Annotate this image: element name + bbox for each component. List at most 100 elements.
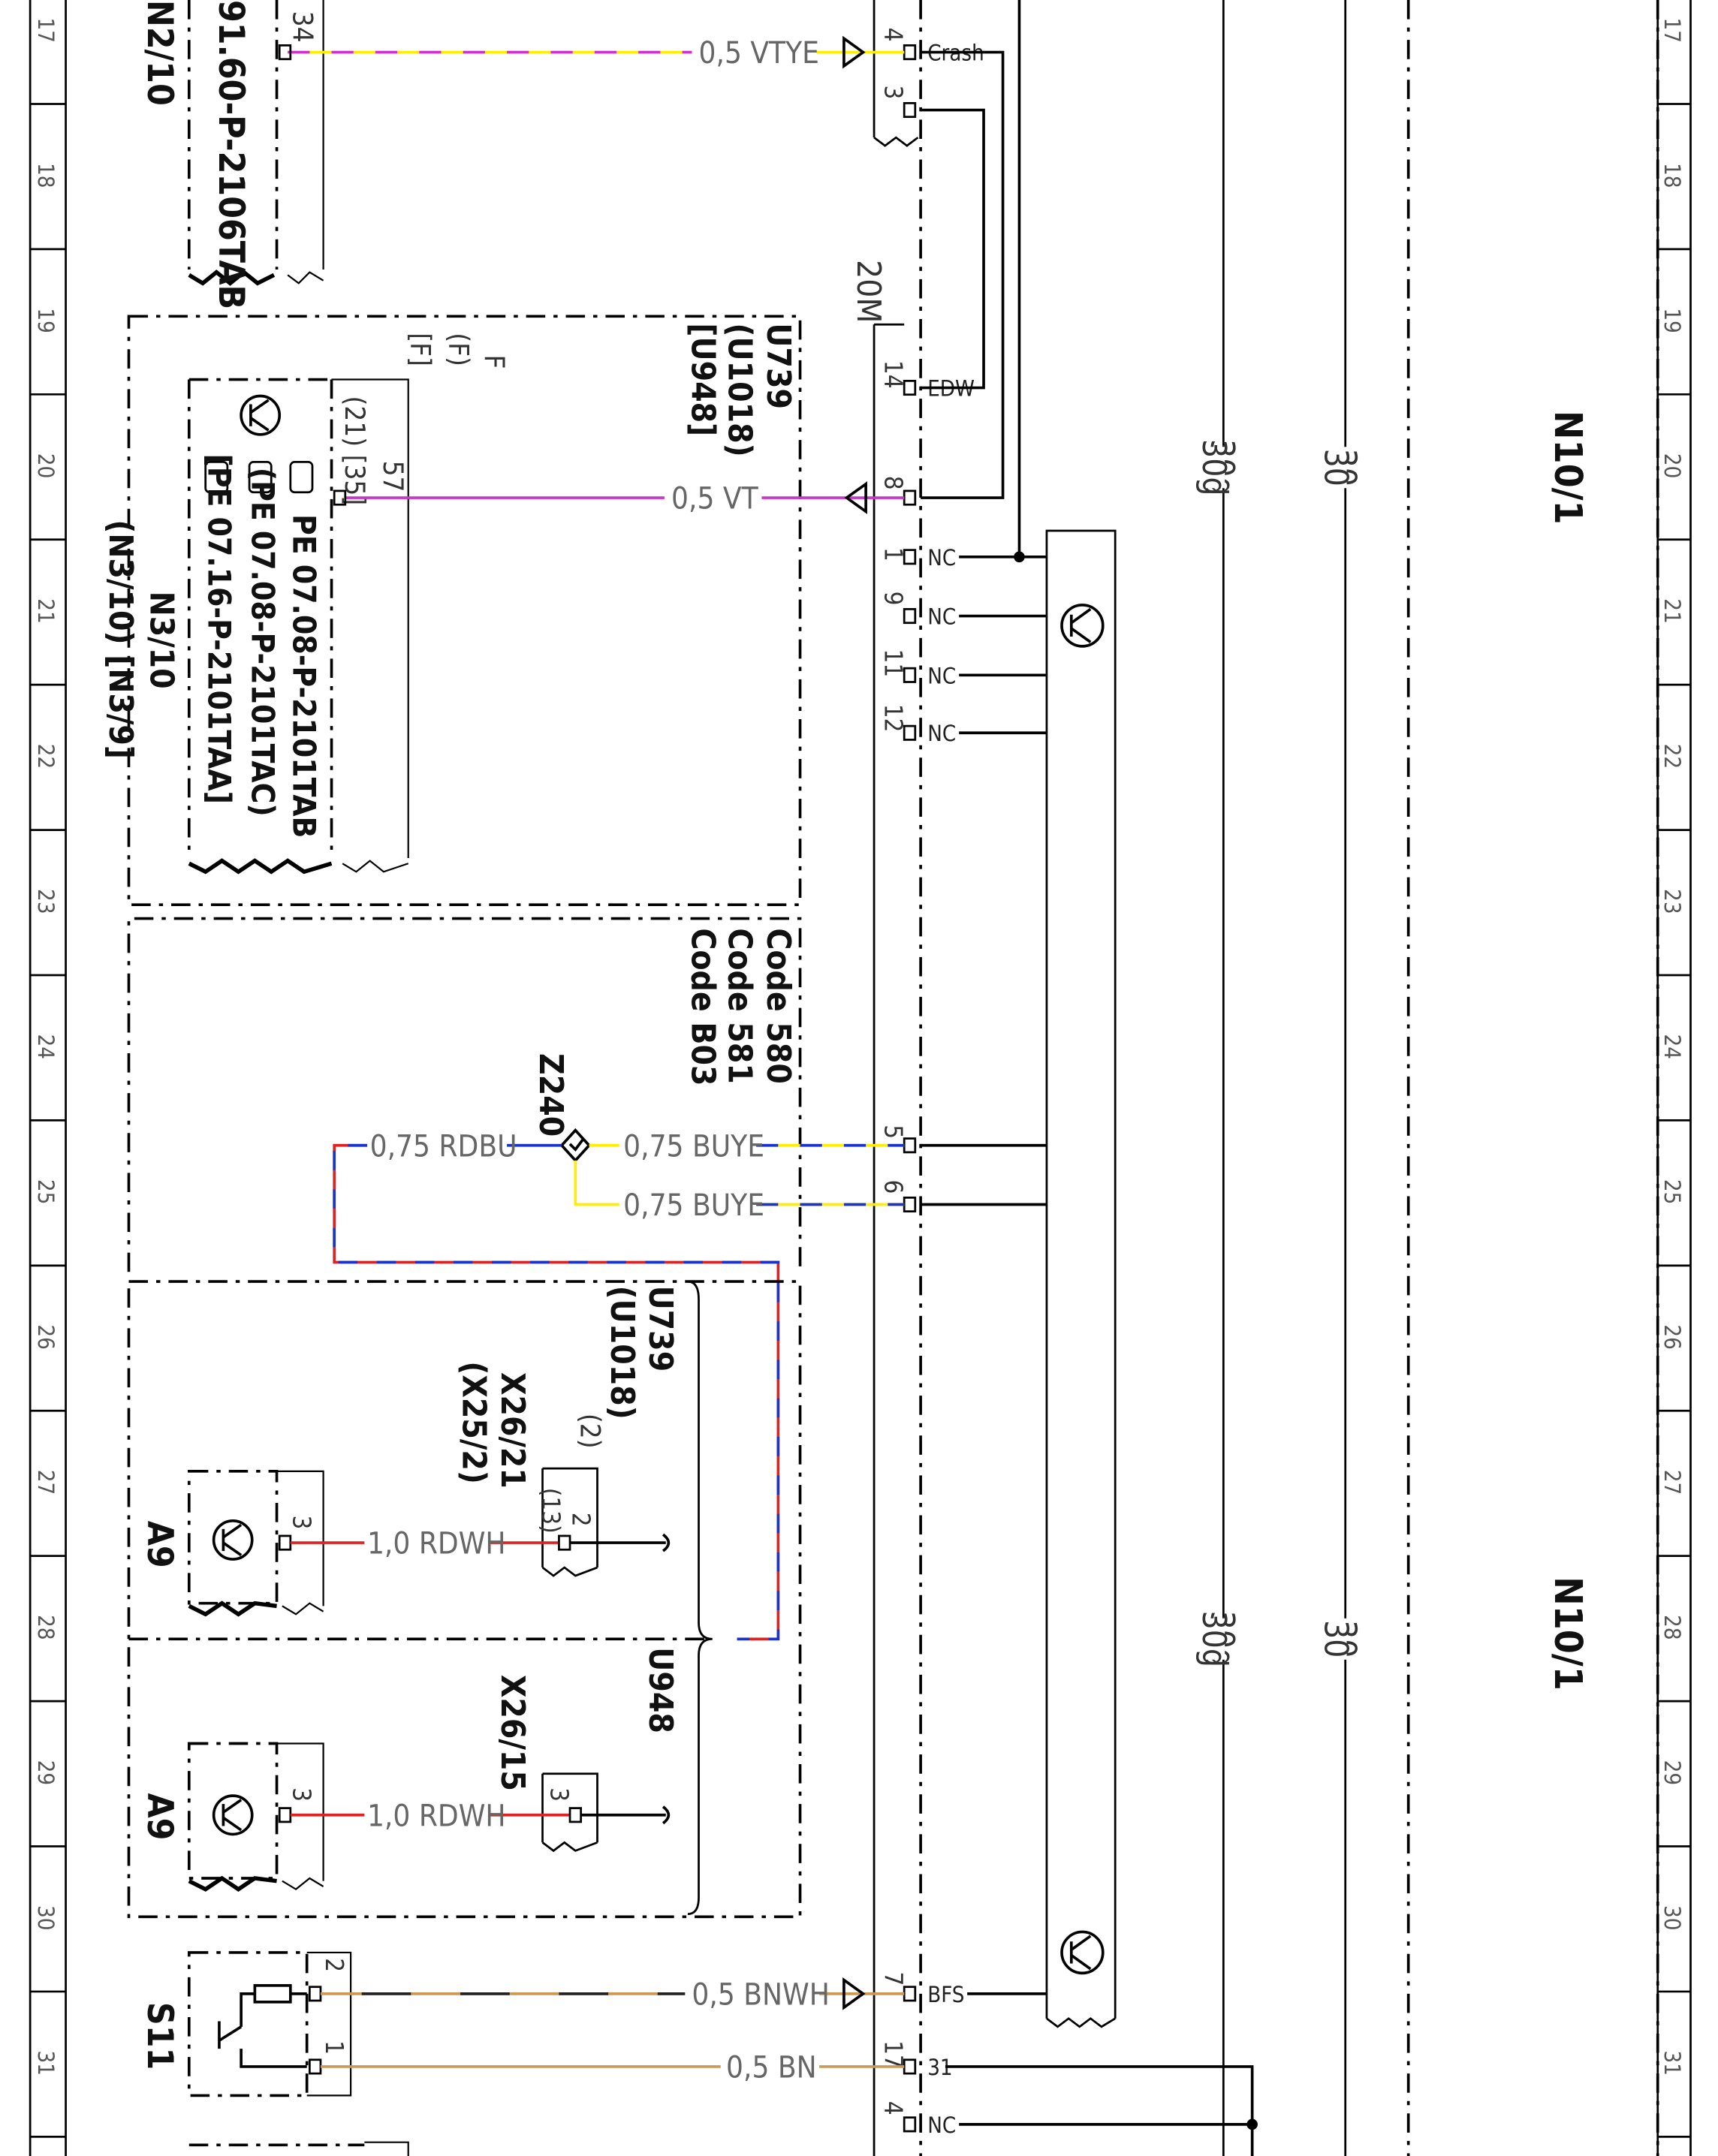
wire-rdwh-bottom <box>290 1805 671 1825</box>
n3-10-pin-top: 57 <box>377 461 409 492</box>
n3-10-transistor-icon <box>240 394 282 436</box>
grid-row-label-right: 31 <box>1659 2050 1685 2076</box>
grid-row-label-left: 30 <box>33 1905 59 1931</box>
pin-socket-s11-1 <box>308 2058 322 2075</box>
connector-pin-number: 7 <box>879 1972 909 1986</box>
grid-row-label-left: 17 <box>33 18 59 44</box>
n3-10-alt: (N3/10) [N3/9] <box>101 519 140 759</box>
u948-label-2: U948 <box>641 1647 680 1733</box>
n10-1-box <box>1045 529 1117 2028</box>
pin-socket-s11-2 <box>308 1986 322 2002</box>
wire-vt-label: 0,5 VT <box>671 482 758 516</box>
u739-label-2: U739 <box>641 1286 680 1372</box>
grid-row-label-right: 19 <box>1659 308 1685 333</box>
n3-10-block <box>187 378 409 875</box>
code-581: Code 581 <box>721 928 759 1084</box>
grid-row-label-left: 28 <box>33 1615 59 1640</box>
a9-bottom-label: A9 <box>139 1793 180 1840</box>
a9-bottom-pin: 3 <box>287 1787 316 1802</box>
brace-u-group <box>687 1280 713 1916</box>
grid-row-label-right: 17 <box>1659 18 1685 44</box>
a9-top-transistor-icon <box>212 1519 254 1561</box>
rail-30g-b-label: 30g <box>1195 1611 1233 1667</box>
connector-pin-signal: NC <box>927 545 956 571</box>
connector-pin-signal: NC <box>927 604 956 630</box>
grid-row-label-left: 31 <box>33 2050 59 2076</box>
x26-15-label: X26/15 <box>493 1675 532 1791</box>
grid-row-label-left: 18 <box>33 163 59 188</box>
u948-label-1: [U948] <box>683 323 722 436</box>
grid-row-label-right: 29 <box>1659 1760 1685 1786</box>
a9-top-label: A9 <box>139 1521 180 1568</box>
s11-label: S11 <box>139 2002 180 2070</box>
connector-pin-socket <box>903 724 917 741</box>
s11-switch-icon <box>218 1984 307 2068</box>
grid-row-label-right: 30 <box>1659 1905 1685 1931</box>
rail-30-b-label: 30 <box>1316 1620 1355 1658</box>
code-580: Code 580 <box>759 928 797 1084</box>
connector-pin-socket <box>903 667 917 683</box>
a9-block-bottom <box>187 1742 324 1892</box>
n10-1-transistor-top-icon <box>1060 604 1105 648</box>
grid-frame <box>29 0 1692 2156</box>
n3-10-side-f-paren: (F) <box>442 333 475 366</box>
grid-row-label-left: 27 <box>33 1470 59 1495</box>
pin-socket-n2-10 <box>278 44 292 61</box>
n3-10-side-f: F <box>478 355 511 369</box>
wire-rdwh-label-bottom: 1,0 RDWH <box>367 1799 506 1833</box>
wire-buye-label-1: 0,75 BUYE <box>623 1129 764 1164</box>
grid-row-label-right: 26 <box>1659 1324 1685 1350</box>
n10-1-label-top: N10/1 <box>1545 411 1590 525</box>
n10-1-transistor-bottom-icon <box>1060 1930 1105 1975</box>
connector-20m: 20M <box>849 0 922 2156</box>
grid-row-label-right: 20 <box>1659 453 1685 479</box>
n2-10-block <box>187 0 324 286</box>
connector-pin-number: 8 <box>879 476 909 490</box>
grid-row-label-right: 21 <box>1659 598 1685 624</box>
next-block-partial <box>188 2141 409 2156</box>
n2-10-name: N2/10 <box>139 0 180 106</box>
a9-top-pin: 3 <box>287 1515 316 1529</box>
connector-arrow-vtye <box>842 35 866 69</box>
grid-row-label-left: 20 <box>33 453 59 479</box>
wire-bnwh-label: 0,5 BNWH <box>692 1977 829 2012</box>
pin-socket-x26-15 <box>568 1807 582 1823</box>
connector-pin-socket <box>903 2116 917 2133</box>
n3-10-ref-2: (PE 07.08-P-2101TAC) <box>245 468 282 817</box>
u1018-label-2: (U1018) <box>603 1286 641 1420</box>
connector-pin-signal: NC <box>927 663 956 688</box>
connector-pin-socket <box>903 549 917 565</box>
s11-pin-1: 1 <box>320 2040 349 2055</box>
wire-buye <box>574 1143 905 1206</box>
grid-row-label-right: 23 <box>1659 889 1685 914</box>
pin-socket-x26-21 <box>558 1534 571 1551</box>
connector-pin-socket <box>903 608 917 625</box>
dashed-boundaries <box>1406 0 1659 2156</box>
x26-21-pin: 2 <box>567 1513 596 1527</box>
pin-socket-a9-top <box>278 1534 292 1551</box>
grid-row-label-right: 18 <box>1659 163 1685 188</box>
a9-block-top <box>187 1470 324 1617</box>
connector-pin-socket <box>903 379 917 396</box>
connector-pin-socket <box>903 1986 917 2002</box>
connector-pin-socket <box>903 1196 917 1213</box>
grid-row-label-left: 19 <box>33 308 59 333</box>
s11-block <box>187 1951 352 2097</box>
connector-arrow-bnwh <box>842 1977 866 2010</box>
x26-21-pin-side: (2) <box>574 1414 607 1449</box>
n3-10-name: N3/10 <box>143 592 181 689</box>
rail-labels: 30g 30 30g 30 <box>1203 439 1363 1667</box>
wire-vtye-label: 0,5 VTYE <box>699 36 819 71</box>
connector-20m-label: 20M <box>849 260 888 323</box>
pin-socket-n3-10 <box>333 489 347 506</box>
grid-row-label-left: 25 <box>33 1179 59 1205</box>
z240-label: Z240 <box>532 1053 570 1137</box>
n2-10-ref: 91.60-P-2106TAB <box>210 0 252 309</box>
pin-socket-a9-bottom <box>278 1807 292 1823</box>
u739-box-1 <box>127 315 802 907</box>
grid-row-label-left: 24 <box>33 1034 59 1059</box>
grid-ticks <box>30 103 1691 2138</box>
x26-21-pin-alt: (13) <box>537 1488 566 1534</box>
